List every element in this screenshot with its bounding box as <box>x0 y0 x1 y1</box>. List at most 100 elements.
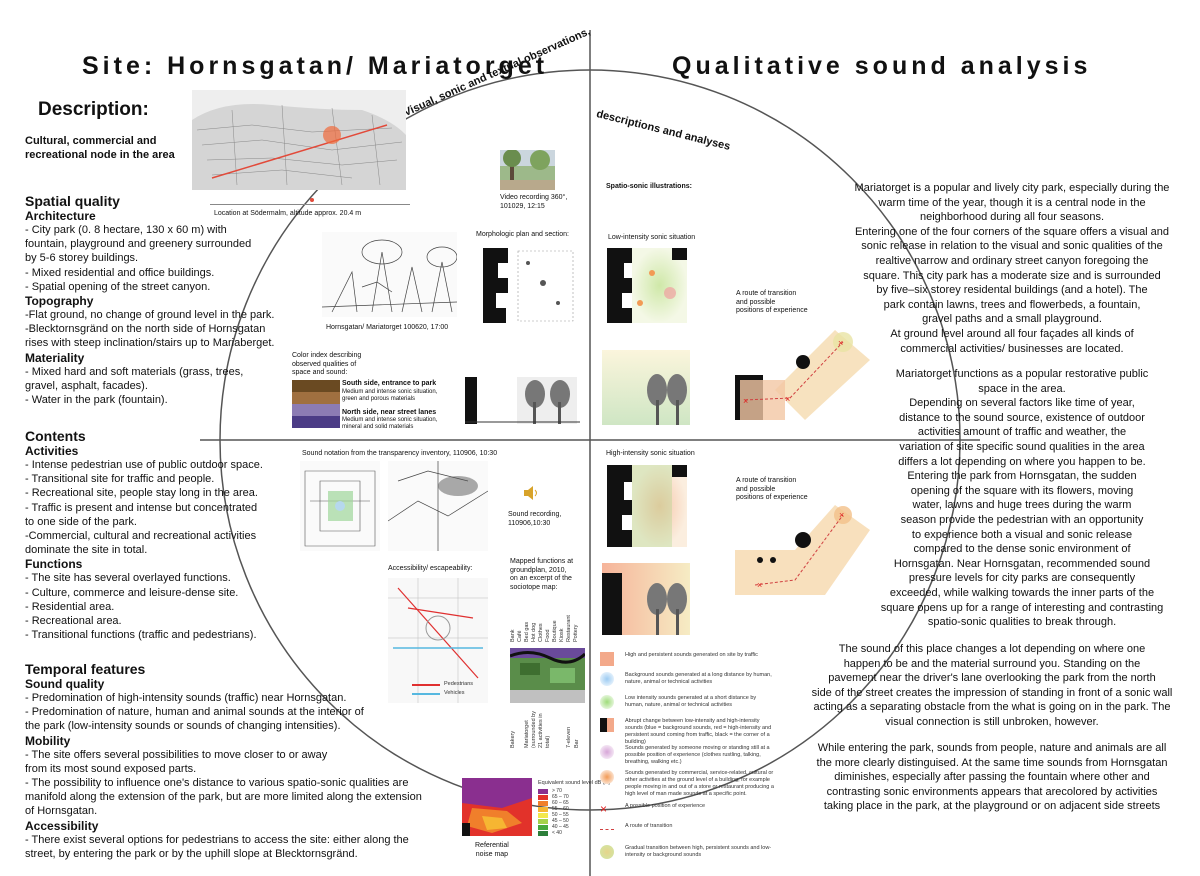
accessibility-line: - There exist several options for pedest… <box>25 833 409 846</box>
route-caption-top: A route of transition and possible posit… <box>736 290 808 314</box>
functions-line: - Culture, commerce and leisure-dense si… <box>25 586 239 599</box>
noise-label: 40 – 45 <box>552 824 569 830</box>
key-swatch <box>600 718 614 732</box>
analysis-line: compared to the dense sonic environment … <box>913 543 1131 556</box>
color-index-caption: Color index describing observed qualitie… <box>292 352 362 376</box>
route-caption-bottom: A route of transition and possible posit… <box>736 477 808 501</box>
morphologic-plan <box>478 243 578 328</box>
south-text: Medium and intense sonic situation, gree… <box>342 388 438 402</box>
analysis-line: neighborhood during all four seasons. <box>919 211 1105 224</box>
analysis-line: gravel paths and a small playground. <box>922 313 1102 326</box>
pedestrians-label: Pedestrians <box>444 681 474 687</box>
analysis-line: distance to the sound source, existence … <box>899 411 1145 424</box>
accessibility-line: street, by entering the park or by the u… <box>25 847 358 860</box>
key-swatch <box>600 672 614 686</box>
sound-quality-line: - Predomination of nature, human and ani… <box>25 706 364 719</box>
contents-heading: Contents <box>25 428 86 444</box>
sound-notation-drawing-1 <box>300 461 380 551</box>
location-caption: Location at Södermalm, altitude approx. … <box>214 210 362 217</box>
noise-swatch <box>538 825 548 830</box>
sound-quality-heading: Sound quality <box>25 677 105 691</box>
noise-label: 60 – 65 <box>552 800 569 806</box>
key-text: Sounds generated by commercial, service-… <box>625 770 774 797</box>
functions-line: - The site has several overlayed functio… <box>25 572 231 585</box>
analysis-line: visual connection is still unbroken, how… <box>885 715 1099 728</box>
noise-map <box>462 778 532 836</box>
analysis-line: commercial activities/ businesses are lo… <box>900 342 1124 355</box>
analysis-line: to experience both a visual and sonic re… <box>911 528 1133 541</box>
noise-label: 50 – 55 <box>552 812 569 818</box>
analysis-line: Mariatorget is a popular and lively city… <box>854 182 1170 194</box>
sociotope-bottom-label: Mariatorget (surrounded by 21 activities… <box>524 711 551 748</box>
key-swatch <box>600 845 614 859</box>
key-swatch <box>600 770 614 784</box>
route-diagram-top: ××× <box>735 320 870 420</box>
north-title: North side, near street lanes <box>342 408 437 416</box>
noise-legend-item: 60 – 65 <box>538 801 588 807</box>
analysis-line: variation of site specific sound qualiti… <box>899 440 1145 453</box>
key-item: ×A possible position of experience <box>600 803 780 815</box>
analysis-line: space in the area. <box>978 382 1066 395</box>
materiality-line: - Mixed hard and soft materials (grass, … <box>25 365 244 378</box>
high-intensity-plan <box>602 460 690 552</box>
functions-line: - Residential area. <box>25 600 115 613</box>
svg-text:×: × <box>757 580 762 590</box>
mobility-line: - The site offers several possibilities … <box>25 748 328 761</box>
key-item: Abrupt change between low-intensity and … <box>600 718 780 745</box>
key-swatch <box>600 695 614 709</box>
accessibility-heading: Accessibility <box>25 818 99 833</box>
analysis-line: differs a lot depending on where you hap… <box>898 455 1146 468</box>
sociotope-label: Food <box>545 629 551 642</box>
analysis-line: While entering the park, sounds from peo… <box>817 742 1167 754</box>
analysis-line: contrasting sonic environments appears t… <box>826 785 1158 798</box>
temporal-section: Temporal features Sound quality - Predom… <box>25 661 425 861</box>
route-diagram-bottom: ×× <box>735 500 870 600</box>
analysis-line: Entering one of the four corners of the … <box>854 225 1170 238</box>
video-still <box>500 150 555 190</box>
photo-caption: Hornsgatan/ Mariatorget 100620, 17:00 <box>326 324 449 331</box>
speaker-icon[interactable] <box>522 484 540 502</box>
description-subtitle: Cultural, commercial and recreational no… <box>25 135 175 161</box>
key-text: Abrupt change between low-intensity and … <box>625 718 772 745</box>
accessibility-map <box>388 578 488 703</box>
sound-notation-caption: Sound notation from the transparency inv… <box>302 450 498 457</box>
noise-legend-item: < 40 <box>538 831 588 837</box>
color-index-swatches <box>292 380 340 428</box>
activities-line: -Commercial, cultural and recreational a… <box>25 530 257 543</box>
analysis-line: acting as a separating obstacle from the… <box>813 701 1171 714</box>
architecture-line: - Mixed residential and office buildings… <box>25 266 215 279</box>
key-text: A possible position of experience <box>625 803 706 809</box>
sociotope-labels: Bank Café Bed gas Hot dog Clothes Food B… <box>510 597 585 645</box>
analysis-line: park contain lawns, trees and flowerbeds… <box>883 298 1141 311</box>
materiality-line: gravel, asphalt, facades). <box>25 379 148 392</box>
sociotope-bottom-labels: Bakery Mariatorget (surrounded by 21 act… <box>510 710 585 750</box>
activities-line: - Traffic is present and intense but con… <box>25 501 258 514</box>
analysis-line: season provide the pedestrian with an op… <box>900 513 1144 526</box>
key-item: A route of transition <box>600 823 780 835</box>
analysis-paragraph-4: While entering the park, sounds from peo… <box>792 741 1192 814</box>
contents-section: Contents Activities - Intense pedestrian… <box>25 428 325 642</box>
mobility-line: manifold along the extension of the park… <box>25 791 422 804</box>
materiality-heading: Materiality <box>25 350 85 365</box>
analysis-line: Mariatorget functions as a popular resto… <box>895 368 1149 380</box>
sociotope-map <box>510 648 585 703</box>
analysis-paragraph-2: Mariatorget functions as a popular resto… <box>852 367 1192 630</box>
topography-line: -Flat ground, no change of ground level … <box>25 309 275 322</box>
functions-line: - Recreational area. <box>25 615 122 628</box>
noise-label: 45 – 50 <box>552 818 569 824</box>
noise-swatch <box>538 819 548 824</box>
activities-line: - Intense pedestrian use of public outdo… <box>25 459 263 471</box>
temporal-heading: Temporal features <box>25 661 146 677</box>
location-map <box>192 90 406 190</box>
topography-line: -Blecktornsgränd on the north side of Ho… <box>25 323 266 336</box>
south-title: South side, entrance to park <box>342 380 437 387</box>
activities-line: - Transitional site for traffic and peop… <box>25 473 215 486</box>
sociotope-label: Boutique <box>552 620 558 642</box>
noise-map-caption: Referential noise map <box>475 842 509 858</box>
analysis-line: At ground level around all four façades … <box>890 327 1134 340</box>
sound-quality-line: the park (low-intensity sounds or sounds… <box>25 720 341 733</box>
sound-recording-caption: Sound recording, 110906,10:30 <box>508 511 562 527</box>
spatial-quality-section: Spatial quality Architecture - City park… <box>25 193 325 407</box>
svg-text:×: × <box>785 394 790 404</box>
